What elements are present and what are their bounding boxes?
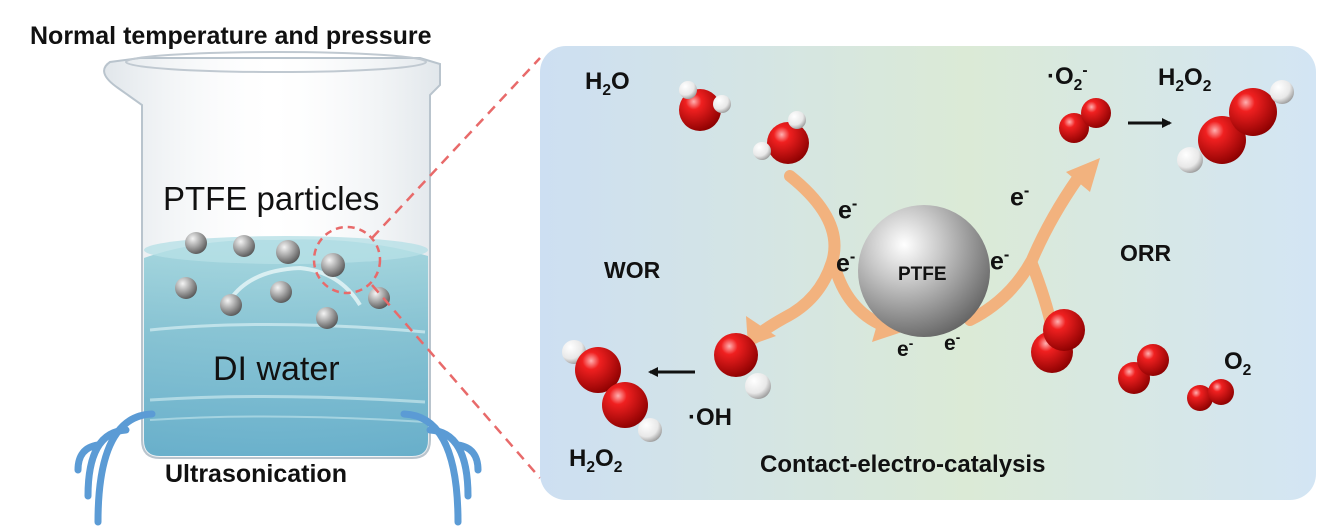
water-formula: H2O	[585, 68, 630, 99]
zoom-line-bottom	[371, 284, 541, 479]
page-title: Normal temperature and pressure	[30, 22, 432, 50]
zoom-line-top	[371, 57, 541, 239]
oxygen-formula: O2	[1224, 348, 1252, 379]
oxygen-molecule-3	[1187, 379, 1234, 411]
electron-label: e-	[944, 330, 961, 355]
bottom-electron-arrow	[828, 258, 890, 332]
hydroxyl-molecule	[714, 333, 771, 399]
water-molecule-1	[679, 81, 731, 131]
zoom-circle	[312, 225, 382, 295]
ptfe-sphere	[858, 205, 990, 337]
electron-label: e-	[836, 248, 856, 278]
electron-label: e-	[990, 246, 1010, 276]
ptfe-particles-label: PTFE particles	[163, 180, 380, 217]
ptfe-particles	[175, 232, 390, 329]
caption-label: Contact-electro-catalysis	[760, 451, 1046, 478]
electron-label: e-	[1010, 182, 1030, 212]
di-water-label: DI water	[213, 350, 340, 388]
water-molecule-2	[753, 111, 809, 164]
peroxide-molecule-left	[562, 340, 662, 442]
sound-waves-left	[74, 410, 156, 526]
peroxide-formula-right: H2O2	[1158, 64, 1212, 95]
sound-waves-right	[400, 410, 482, 526]
di-water	[144, 239, 428, 456]
ptfe-sphere-label: PTFE	[898, 264, 947, 285]
electron-label: e-	[897, 336, 914, 361]
peroxide-formula-left: H2O2	[569, 445, 623, 476]
electron-label: e-	[838, 195, 858, 225]
left-electron-arrow	[748, 170, 841, 344]
oxygen-molecule-1	[1031, 309, 1085, 373]
peroxide-molecule-right	[1177, 80, 1294, 173]
oxygen-molecule-2	[1118, 344, 1169, 394]
orr-label: ORR	[1120, 240, 1172, 266]
superoxide-molecule	[1059, 98, 1111, 143]
ultrasonication-label: Ultrasonication	[165, 460, 347, 488]
beaker	[103, 51, 441, 459]
superoxide-formula: ·O2-	[1047, 62, 1088, 94]
wor-label: WOR	[604, 257, 661, 283]
hydroxyl-formula: ·OH	[688, 404, 732, 431]
